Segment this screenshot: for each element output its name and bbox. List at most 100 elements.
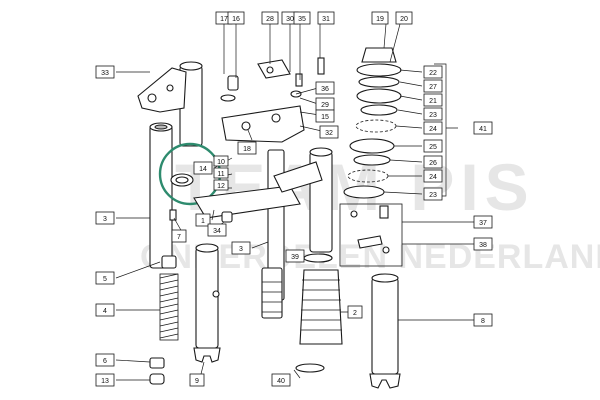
callout-36: 36 (315, 81, 335, 95)
svg-text:22: 22 (429, 70, 437, 77)
svg-text:40: 40 (277, 378, 285, 385)
callout-35: 35 (293, 11, 311, 25)
callout-41: 41 (473, 121, 493, 135)
top-bracket-parts (220, 57, 325, 102)
callout-3-left: 3 (95, 211, 115, 225)
headset-bearing-stack (343, 47, 402, 199)
callout-13: 13 (95, 373, 115, 387)
svg-text:21: 21 (429, 98, 437, 105)
svg-text:27: 27 (429, 84, 437, 91)
misc-small-parts (169, 209, 233, 223)
svg-text:19: 19 (376, 16, 384, 23)
callout-23-top: 23 (423, 107, 443, 121)
callout-38: 38 (473, 237, 493, 251)
svg-text:24: 24 (429, 126, 437, 133)
svg-text:13: 13 (101, 378, 109, 385)
callout-33: 33 (95, 65, 115, 79)
callout-18: 18 (237, 141, 257, 155)
callout-29: 29 (315, 97, 335, 111)
svg-text:34: 34 (213, 228, 221, 235)
callout-31: 31 (317, 11, 335, 25)
callout-4: 4 (95, 303, 115, 317)
callout-23-bottom: 23 (423, 187, 443, 201)
callout-16: 16 (227, 11, 245, 25)
callout-1: 1 (195, 213, 211, 227)
svg-text:8: 8 (481, 318, 485, 325)
callout-40: 40 (271, 373, 291, 387)
right-fork-tube (273, 147, 333, 253)
hose-clamps (295, 253, 333, 373)
callout-15: 15 (315, 109, 335, 123)
callout-28: 28 (261, 11, 279, 25)
callout-10: 10 (213, 155, 229, 167)
svg-text:3: 3 (239, 246, 243, 253)
svg-text:9: 9 (195, 378, 199, 385)
callout-12: 12 (213, 179, 229, 191)
small-parts-box (339, 203, 403, 267)
right-fork-slider (369, 273, 401, 389)
svg-text:14: 14 (199, 166, 207, 173)
callout-6: 6 (95, 353, 115, 367)
callout-labels: 17 16 28 30 35 31 19 20 33 3 5 4 6 13 14… (95, 11, 493, 387)
callout-24-bottom: 24 (423, 169, 443, 183)
svg-text:30: 30 (286, 16, 294, 23)
callout-37: 37 (473, 215, 493, 229)
callout-26: 26 (423, 155, 443, 169)
svg-text:24: 24 (429, 174, 437, 181)
svg-text:36: 36 (321, 86, 329, 93)
callout-21: 21 (423, 93, 443, 107)
svg-text:41: 41 (479, 126, 487, 133)
left-fork-tube (149, 122, 173, 269)
svg-text:38: 38 (479, 242, 487, 249)
callout-27: 27 (423, 79, 443, 93)
svg-text:15: 15 (321, 114, 329, 121)
left-lower-parts (149, 255, 179, 385)
svg-text:23: 23 (429, 192, 437, 199)
callout-25: 25 (423, 139, 443, 153)
svg-text:5: 5 (103, 276, 107, 283)
svg-text:37: 37 (479, 220, 487, 227)
svg-text:7: 7 (177, 234, 181, 241)
svg-text:33: 33 (101, 70, 109, 77)
svg-text:2: 2 (353, 310, 357, 317)
svg-text:12: 12 (217, 183, 225, 190)
callout-24-top: 24 (423, 121, 443, 135)
callout-34: 34 (207, 223, 227, 237)
svg-text:3: 3 (103, 216, 107, 223)
svg-text:18: 18 (243, 146, 251, 153)
svg-text:4: 4 (103, 308, 107, 315)
svg-text:20: 20 (400, 16, 408, 23)
svg-text:1: 1 (201, 218, 205, 225)
callout-9: 9 (189, 373, 205, 387)
svg-text:29: 29 (321, 102, 329, 109)
callout-2: 2 (347, 305, 363, 319)
svg-text:28: 28 (266, 16, 274, 23)
callout-7: 7 (171, 229, 187, 243)
svg-text:11: 11 (217, 171, 224, 178)
callout-8: 8 (473, 313, 493, 327)
callout-19: 19 (371, 11, 389, 25)
steering-stem (193, 105, 305, 319)
svg-text:25: 25 (429, 144, 437, 151)
svg-text:32: 32 (325, 130, 333, 137)
callout-5: 5 (95, 271, 115, 285)
callout-22: 22 (423, 65, 443, 79)
left-fork-slider (193, 243, 221, 363)
callout-14: 14 (193, 161, 213, 175)
svg-text:6: 6 (103, 358, 107, 365)
callout-3-center: 3 (231, 241, 251, 255)
svg-text:10: 10 (217, 159, 225, 166)
svg-text:39: 39 (291, 254, 299, 261)
svg-text:26: 26 (429, 160, 437, 167)
callout-39: 39 (285, 249, 305, 263)
svg-text:31: 31 (322, 16, 330, 23)
callout-20: 20 (395, 11, 413, 25)
svg-text:23: 23 (429, 112, 437, 119)
svg-text:16: 16 (232, 16, 240, 23)
svg-text:35: 35 (298, 16, 306, 23)
left-fork-leg-with-bracket (137, 61, 203, 147)
callout-11: 11 (213, 167, 229, 179)
svg-text:17: 17 (220, 16, 228, 23)
